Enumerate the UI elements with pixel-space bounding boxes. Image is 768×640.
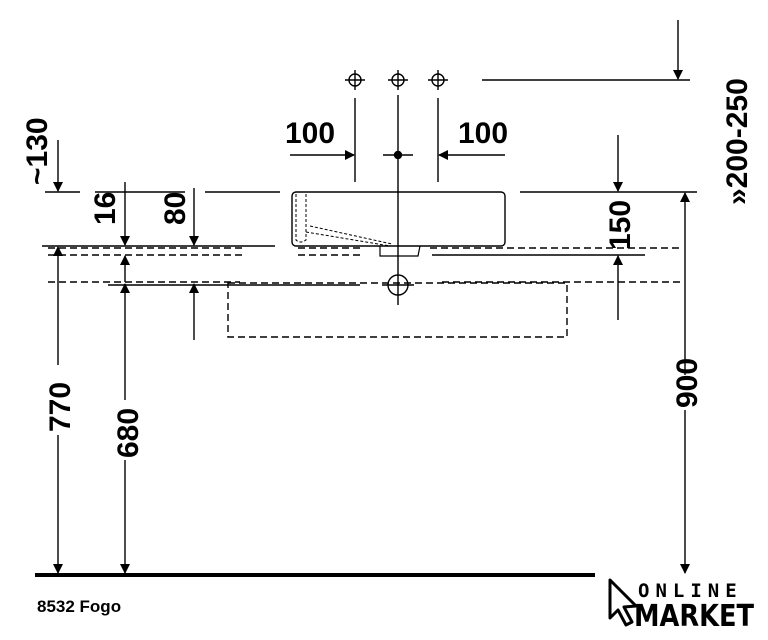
svg-text:MARKET: MARKET (634, 599, 754, 634)
tap-hole-icon (428, 70, 448, 90)
dim-tap-height: »200-250 (721, 78, 754, 205)
svg-text:ONLINE: ONLINE (638, 580, 743, 602)
dim-680: 680 (112, 408, 145, 458)
dim-approx-130: ~130 (21, 117, 54, 185)
online-market-logo: ONLINE MARKET (608, 578, 754, 634)
cursor-icon (608, 578, 638, 627)
dim-80: 80 (159, 192, 192, 225)
dim-150: 150 (604, 200, 637, 250)
tap-hole-icon (388, 70, 408, 90)
dim-16: 16 (89, 192, 122, 225)
dim-900: 900 (671, 358, 704, 408)
dim-100-right: 100 (458, 117, 508, 150)
dim-770: 770 (44, 382, 77, 432)
tap-hole-icon (345, 70, 365, 90)
dim-100-left: 100 (285, 117, 335, 150)
model-label: 8532 Fogo (37, 597, 122, 616)
